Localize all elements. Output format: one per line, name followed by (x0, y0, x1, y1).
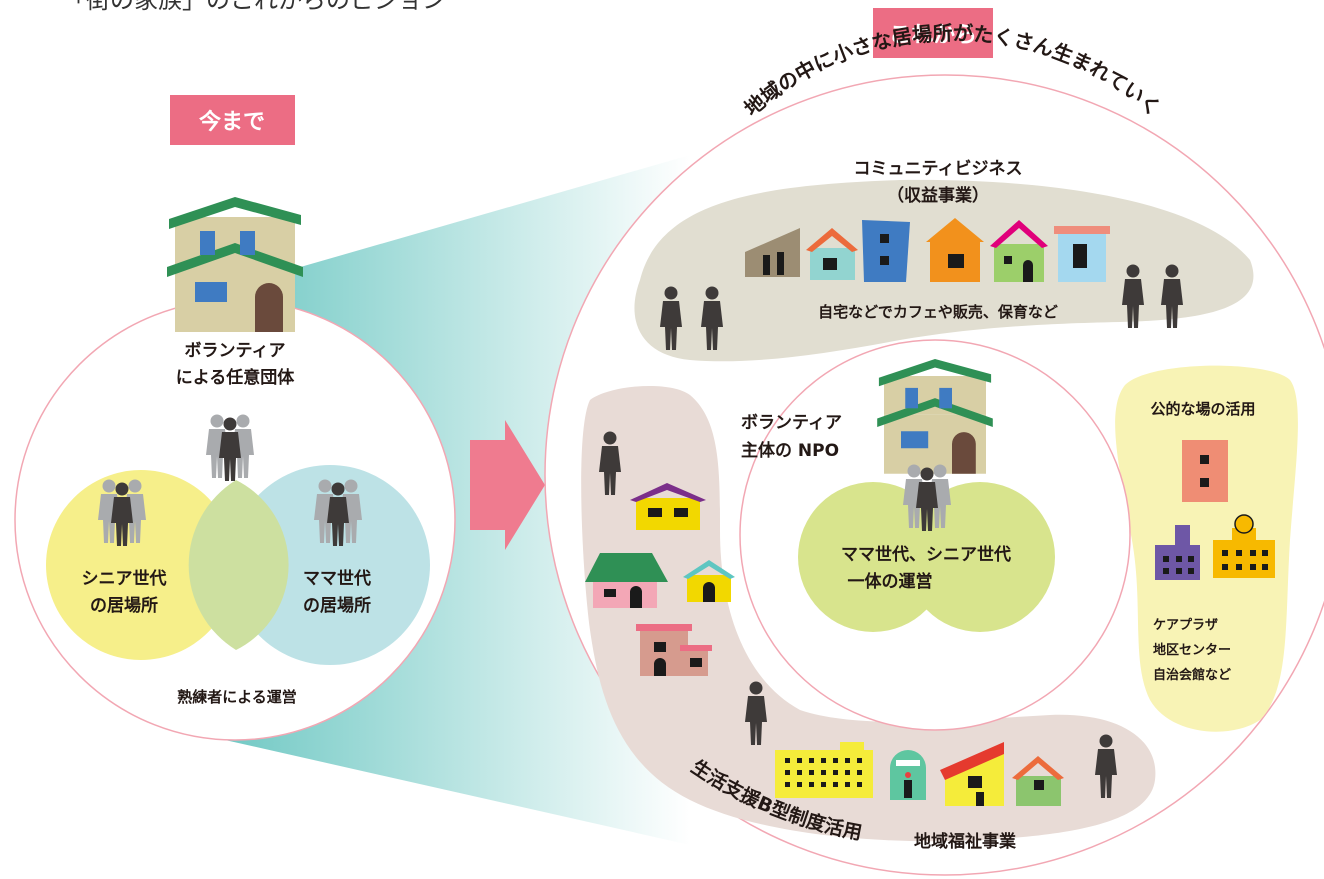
senior-line1: シニア世代 (82, 568, 167, 589)
house-icon (585, 553, 668, 608)
after-tag-label: これから (889, 23, 977, 48)
org-line2: による任意団体 (176, 367, 295, 388)
house-icon (636, 624, 712, 676)
house-icon (167, 197, 303, 332)
welfare-blob (581, 385, 1156, 842)
arrow-right-icon (470, 420, 545, 550)
after-tag: これから (873, 8, 993, 58)
mama-circle (230, 465, 430, 665)
house-icon (630, 483, 706, 530)
overlap-area (188, 480, 289, 650)
merged-line2: 一体の運営 (848, 571, 933, 592)
house-icon (683, 560, 735, 602)
public-line2: 地区センター (1153, 642, 1231, 658)
house-icon (940, 742, 1064, 806)
building-icon (1182, 440, 1228, 502)
mama-line1: ママ世代 (303, 568, 371, 589)
community-note: 自宅などでカフェや販売、保育など (818, 303, 1058, 321)
npo-line1: ボランティア (741, 413, 842, 433)
community-line1: コミュニティビジネス (854, 159, 1023, 179)
operation-label: 熟練者による運営 (177, 688, 297, 706)
mama-line2: の居場所 (303, 596, 371, 616)
page-title: 「街の家族」のこれからのビジョン (62, 0, 446, 14)
senior-line2: の居場所 (90, 596, 158, 616)
before-tag: 今まで (170, 95, 295, 145)
npo-line2: 主体の NPO (741, 440, 839, 461)
school-icon (1155, 514, 1275, 580)
public-title: 公的な場の活用 (1150, 400, 1255, 418)
shop-icon (745, 218, 1110, 282)
welfare-label: 地域福祉事業 (914, 831, 1016, 852)
building-icon (775, 742, 873, 798)
org-line1: ボランティア (185, 341, 286, 361)
merged-line1: ママ世代、シニア世代 (841, 544, 1011, 565)
community-line2: （収益事業） (887, 185, 989, 206)
before-tag-label: 今まで (199, 109, 265, 135)
public-line3: 自治会館など (1153, 667, 1231, 683)
house-icon (877, 359, 993, 474)
public-blob (1115, 365, 1298, 732)
shop-icon (890, 750, 926, 800)
public-line1: ケアプラザ (1153, 618, 1218, 633)
senior-circle (46, 470, 236, 660)
